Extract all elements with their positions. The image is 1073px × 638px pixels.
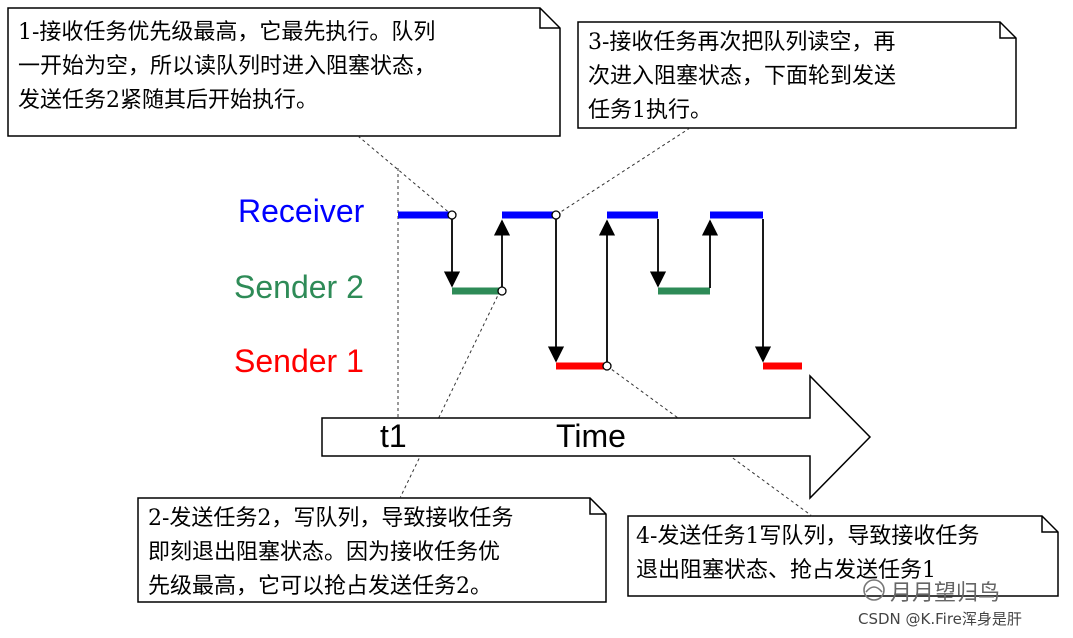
event-marker: [447, 210, 457, 220]
lane-label-sender2: Sender 2: [234, 269, 364, 305]
watermark-name: 月月望归鸟: [890, 581, 1001, 606]
leader-note1: [357, 135, 453, 216]
lane-label-sender1: Sender 1: [234, 343, 364, 379]
time-arrow: [321, 374, 872, 500]
watermark-csdn: CSDN @K.Fire浑身是肝: [858, 610, 1022, 628]
bird-logo-icon: [863, 579, 885, 601]
time-label: Time: [556, 418, 626, 454]
event-marker: [602, 361, 612, 371]
leader-note3: [555, 127, 691, 216]
t1-label: t1: [380, 418, 407, 454]
event-markers: [447, 210, 612, 371]
note3-text: 3-接收任务再次把队列读空，再 次进入阻塞状态，下面轮到发送 任务1执行。: [588, 30, 897, 123]
note2-text: 2-发送任务2，写队列，导致接收任务 即刻退出阻塞状态。因为接收任务优 先级最高…: [148, 506, 514, 599]
lane-label-receiver: Receiver: [238, 193, 365, 229]
event-marker: [551, 210, 561, 220]
note4-box: [627, 515, 1059, 597]
note1-text: 1-接收任务优先级最高，它最先执行。队列 一开始为空，所以读队列时进入阻塞状态，…: [18, 20, 437, 113]
leader-lines: [357, 127, 813, 517]
note3-box: [577, 21, 1017, 129]
transitions: [443, 219, 772, 363]
segments: [398, 211, 802, 370]
note4-text: 4-发送任务1写队列，导致接收任务 退出阻塞状态、抢占发送任务1: [636, 524, 980, 583]
event-marker: [497, 286, 507, 296]
note2-box: [137, 497, 607, 603]
leader-note2: [399, 290, 501, 499]
note1-box: [7, 7, 561, 137]
